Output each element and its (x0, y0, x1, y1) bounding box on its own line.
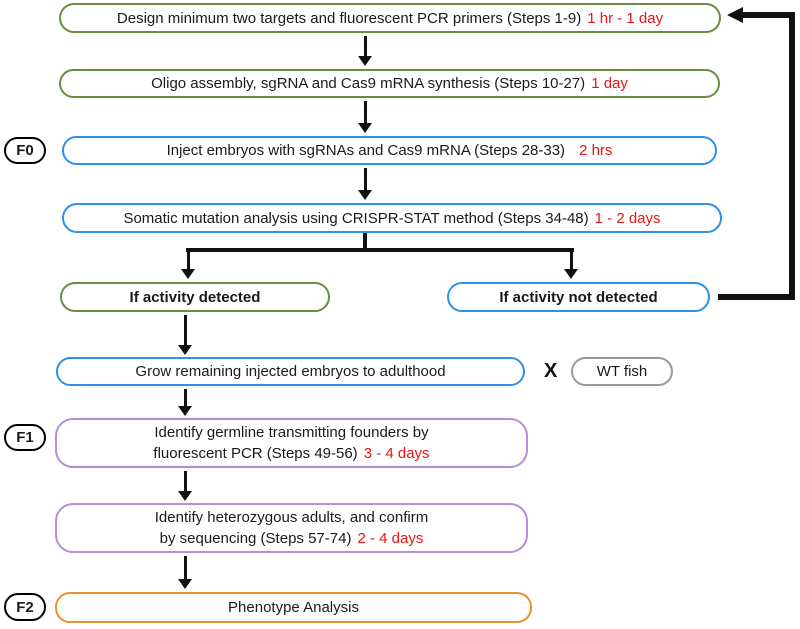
grow-embryos-text: Grow remaining injected embryos to adult… (135, 363, 446, 380)
split-stub-line (363, 233, 367, 250)
somatic-analysis-box: Somatic mutation analysis using CRISPR-S… (62, 203, 722, 233)
activity-not-detected-box: If activity not detected (447, 282, 710, 312)
split-bar-line (186, 248, 574, 252)
heterozygous-line2: by sequencing (Steps 57-74) (159, 530, 352, 547)
grow-embryos-box: Grow remaining injected embryos to adult… (56, 357, 525, 386)
design-targets-text: Design minimum two targets and fluoresce… (116, 9, 582, 27)
generation-label-f2: F2 (4, 593, 46, 621)
founders-line2: fluorescent PCR (Steps 49-56) (153, 445, 358, 462)
phenotype-analysis-box: Phenotype Analysis (55, 592, 532, 623)
somatic-analysis-text: Somatic mutation analysis using CRISPR-S… (123, 209, 589, 227)
arrow-design-to-oligo-icon (357, 36, 373, 66)
activity-detected-text: If activity detected (129, 288, 261, 306)
arrow-founders-to-heterozygous-icon (177, 471, 193, 501)
generation-label-f0: F0 (4, 137, 46, 164)
founders-line1: Identify germline transmitting founders … (154, 424, 429, 441)
oligo-assembly-duration: 1 day (591, 75, 628, 92)
generation-label-f1: F1 (4, 424, 46, 451)
wt-fish-box: WT fish (571, 357, 673, 386)
activity-detected-box: If activity detected (60, 282, 330, 312)
inject-embryos-duration: 2 hrs (579, 142, 613, 159)
phenotype-analysis-text: Phenotype Analysis (228, 599, 359, 616)
activity-not-detected-text: If activity not detected (499, 288, 658, 306)
design-targets-duration: 1 hr - 1 day (587, 9, 664, 27)
design-targets-box: Design minimum two targets and fluoresce… (59, 3, 721, 33)
feedback-line-right (789, 12, 795, 300)
oligo-assembly-text: Oligo assembly, sgRNA and Cas9 mRNA synt… (151, 75, 586, 92)
somatic-analysis-duration: 1 - 2 days (594, 209, 661, 227)
cross-symbol: X (544, 360, 558, 382)
arrow-inject-to-somatic-icon (357, 168, 373, 200)
f2-text: F2 (16, 598, 34, 616)
arrow-split-left-icon (180, 250, 196, 279)
inject-embryos-box: Inject embryos with sgRNAs and Cas9 mRNA… (62, 136, 717, 165)
heterozygous-duration: 2 - 4 days (357, 530, 424, 547)
heterozygous-line1: Identify heterozygous adults, and confir… (154, 509, 429, 526)
wt-fish-text: WT fish (596, 363, 648, 380)
arrow-grow-to-founders-icon (177, 389, 193, 416)
inject-embryos-text: Inject embryos with sgRNAs and Cas9 mRNA… (166, 142, 566, 159)
founders-duration: 3 - 4 days (363, 445, 430, 462)
founders-box: Identify germline transmitting founders … (55, 418, 528, 468)
arrow-oligo-to-inject-icon (357, 101, 373, 133)
f0-text: F0 (16, 142, 34, 159)
arrow-split-right-icon (563, 250, 579, 279)
arrow-heterozygous-to-phenotype-icon (177, 556, 193, 589)
feedback-line-bottom (718, 294, 795, 300)
f1-text: F1 (16, 429, 34, 446)
heterozygous-box: Identify heterozygous adults, and confir… (55, 503, 528, 553)
feedback-arrowhead-icon (727, 7, 743, 23)
feedback-line-top (742, 12, 795, 18)
oligo-assembly-box: Oligo assembly, sgRNA and Cas9 mRNA synt… (59, 69, 720, 98)
arrow-detected-to-grow-icon (177, 315, 193, 355)
